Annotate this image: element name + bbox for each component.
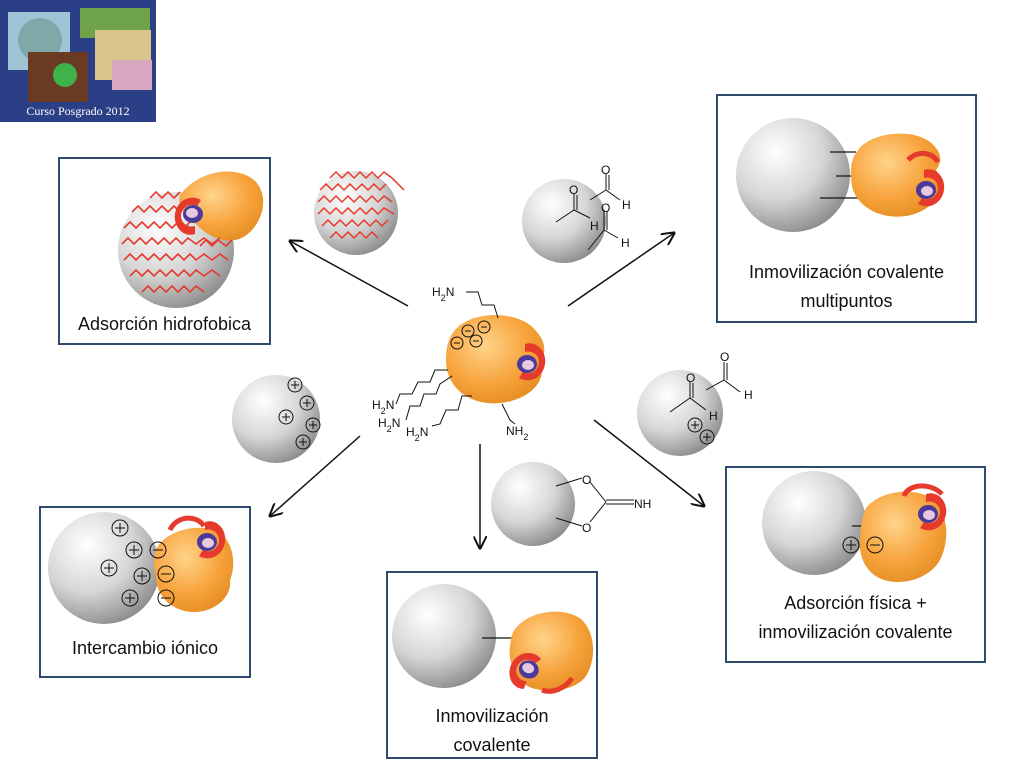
svg-text:O: O (601, 163, 610, 177)
amine-label-left-1: H2N (372, 398, 394, 416)
label-covalent-line1: Inmovilización (435, 706, 549, 726)
box-covalent-immobilization (386, 571, 598, 759)
label-covalent-line2: covalente (453, 735, 531, 755)
box-multipoint-covalent (716, 94, 977, 323)
negative-charges (450, 320, 491, 350)
box-ion-exchange (39, 506, 251, 678)
box-hydrophobic-adsorption (58, 157, 271, 345)
glyoxyl-support: O O O H H H (522, 163, 631, 263)
svg-text:O: O (686, 371, 695, 385)
svg-text:H: H (590, 219, 599, 233)
amine-chains (395, 291, 516, 427)
reaction-arrows (270, 233, 704, 548)
label-multipoint-line2: multipuntos (800, 291, 893, 311)
aldehyde-h-label: H (744, 388, 753, 402)
aldehyde-o-label: O (720, 350, 729, 364)
label-physical-line2: inmovilización covalente (758, 622, 953, 642)
heterofunctional-support: O O H H (637, 350, 753, 456)
cyanogen-bromide-support: O O NH (491, 462, 651, 546)
svg-text:O: O (569, 183, 578, 197)
svg-text:O: O (582, 473, 591, 487)
svg-text:H: H (621, 236, 630, 250)
svg-text:O: O (601, 201, 610, 215)
amine-label-left-3: H2N (406, 425, 428, 443)
label-physical-line1: Adsorción física + (784, 593, 927, 613)
amine-label-top: H2N (432, 285, 454, 303)
course-logo (0, 0, 156, 122)
box-physical-adsorption-covalent (725, 466, 986, 663)
imidocarbonate-label: NH (634, 497, 651, 511)
central-enzyme: H2N H2N H2N H2N NH2 (372, 285, 546, 443)
ionic-support (232, 375, 321, 463)
hydrophobic-support (314, 170, 405, 255)
amine-label-left-2: H2N (378, 416, 400, 434)
logo-caption: Curso Posgrado 2012 (26, 104, 130, 118)
label-hydrophobic-adsorption: Adsorción hidrofobica (77, 314, 252, 334)
label-multipoint-line1: Inmovilización covalente (748, 262, 945, 282)
svg-text:O: O (582, 521, 591, 535)
svg-text:H: H (622, 198, 631, 212)
amine-label-right: NH2 (506, 424, 528, 442)
svg-text:H: H (709, 409, 718, 423)
label-ion-exchange: Intercambio iónico (71, 638, 219, 658)
